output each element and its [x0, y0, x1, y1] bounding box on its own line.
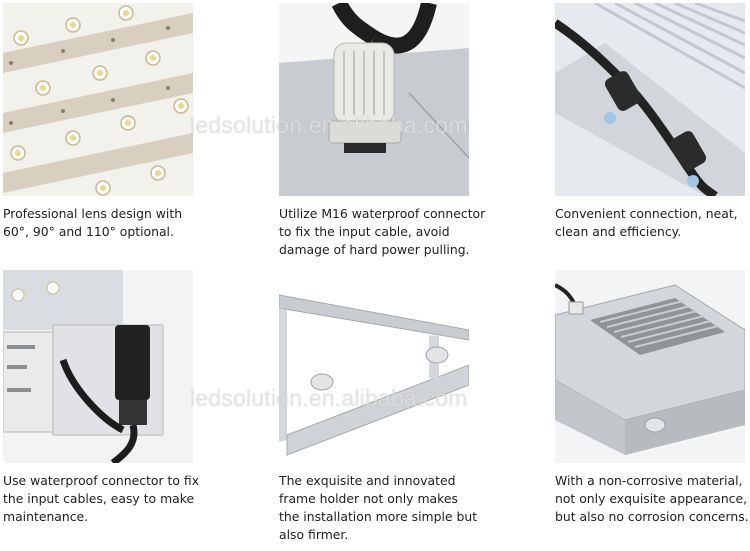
feature-6-caption: With a non-corrosive material, not only …	[555, 473, 749, 524]
feature-3-caption: Convenient connection, neat, clean and e…	[555, 206, 738, 239]
lens-design-photo	[3, 3, 193, 196]
frame-holder-photo	[279, 270, 469, 463]
feature-4-caption: Use waterproof connector to fix the inpu…	[3, 473, 200, 524]
connection-photo	[555, 3, 745, 196]
waterproof-connector-photo	[3, 270, 193, 463]
watermark-bottom: ledsolution.en.alibaba.com	[190, 385, 468, 411]
housing-photo	[555, 270, 745, 463]
feature-5-caption: The exquisite and innovated frame holder…	[279, 473, 478, 542]
watermark-top: ledsolution.en.alibaba.com	[190, 112, 468, 138]
feature-1-caption: Professional lens design with 60°, 90° a…	[3, 206, 183, 239]
m16-connector-photo	[279, 3, 469, 196]
feature-2-caption: Utilize M16 waterproof connector to fix …	[279, 206, 486, 257]
